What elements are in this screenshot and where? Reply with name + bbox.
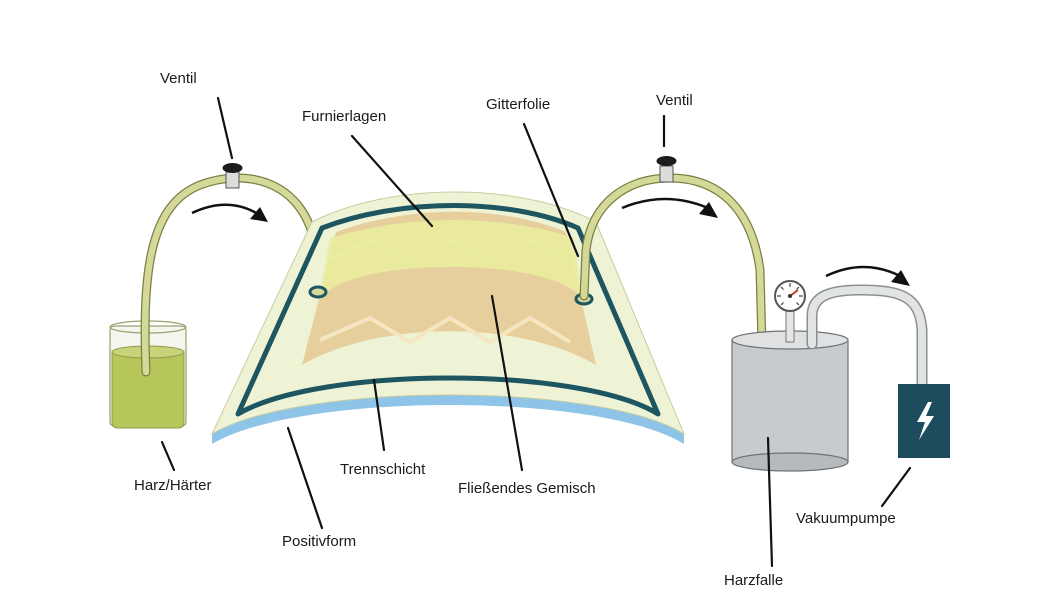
leader-positivform bbox=[286, 426, 324, 530]
left-resin-tube bbox=[140, 173, 323, 377]
leader-vakuumpumpe bbox=[880, 466, 912, 508]
leader-harzfalle bbox=[766, 436, 774, 568]
leader-harz-haerter bbox=[160, 440, 176, 472]
label-harz-haerter: Harz/Härter bbox=[134, 477, 212, 494]
leader-lines bbox=[160, 96, 912, 568]
lightning-bolt-icon bbox=[917, 402, 934, 440]
resin-trap bbox=[731, 309, 849, 472]
inlet-port bbox=[308, 285, 328, 299]
label-harzfalle: Harzfalle bbox=[724, 572, 784, 589]
label-ventil-right: Ventil bbox=[656, 92, 693, 109]
label-trennschicht: Trennschicht bbox=[340, 461, 426, 478]
leader-gemisch bbox=[490, 294, 524, 472]
vacuum-hose bbox=[806, 284, 928, 392]
label-positivform: Positivform bbox=[282, 533, 357, 550]
label-fliessendes-gemisch: Fließendes Gemisch bbox=[458, 480, 596, 497]
label-furnierlagen: Furnierlagen bbox=[302, 108, 387, 125]
valve-icon bbox=[656, 156, 677, 183]
leader-trennschicht bbox=[372, 378, 386, 452]
curved-arrow-icon bbox=[191, 203, 268, 222]
curved-arrow-icon bbox=[621, 197, 718, 218]
pressure-gauge-icon bbox=[774, 280, 806, 312]
vacuum-pump bbox=[898, 384, 950, 458]
leader-gitterfolie bbox=[522, 122, 580, 258]
valve-icon bbox=[222, 163, 243, 189]
resin-flow-front bbox=[318, 220, 582, 305]
label-vakuumpumpe: Vakuumpumpe bbox=[796, 510, 896, 527]
curved-arrow-icon bbox=[825, 265, 910, 286]
label-gitterfolie: Gitterfolie bbox=[486, 96, 551, 113]
leader-ventil-left bbox=[216, 96, 234, 160]
vacuum-seal-tape bbox=[235, 203, 661, 417]
label-ventil-left: Ventil bbox=[160, 70, 197, 87]
leader-furnierlagen bbox=[350, 134, 434, 228]
